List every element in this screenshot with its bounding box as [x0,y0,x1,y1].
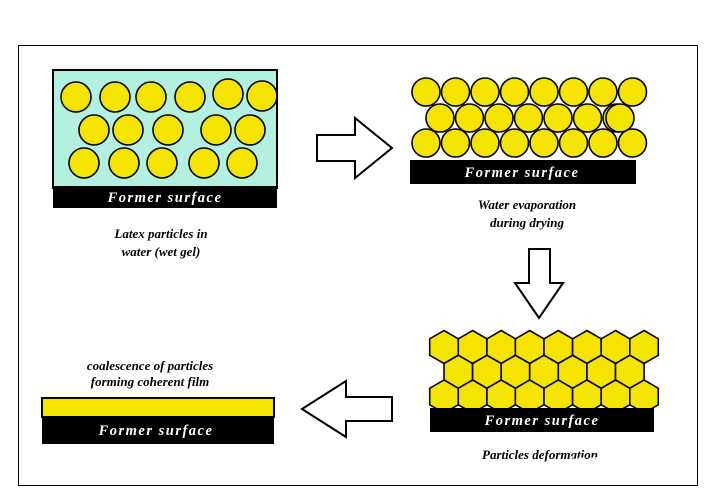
caption-line-2: during drying [490,215,565,230]
former-surface-label: Former surface [98,423,214,439]
particle [425,103,455,133]
arrow-right [316,115,394,181]
particle [543,103,573,133]
former-surface-bar [430,408,654,432]
coherent-film [41,397,275,418]
caption-line-2: forming coherent film [91,374,209,389]
caption-line-1: Latex particles in [113,226,207,241]
particle [588,77,618,107]
particle [470,128,500,158]
former-surface-bar [42,417,274,444]
caption-line-1: Water evaporation [478,197,576,212]
particle [68,147,100,179]
latex-particles [60,78,278,179]
particle [588,128,618,158]
particle [617,77,648,107]
particle [226,147,258,179]
particle [112,114,144,146]
particle [200,114,232,146]
diagram-frame [18,45,698,486]
particle [152,114,184,146]
particle [246,80,278,112]
particle [513,103,544,133]
particle [558,77,589,107]
particle [234,114,266,146]
caption-line-1: coalescence of particles [87,358,213,373]
particle [499,77,530,107]
particle [484,103,514,133]
panel-wet-gel: Former surface Latex particles in water … [52,69,278,259]
particle [617,128,648,158]
particle [99,81,131,113]
particle [411,128,441,158]
particle [146,147,178,179]
particle [78,114,110,146]
former-surface-bar [53,186,277,208]
particle [529,128,559,158]
particle [605,103,635,133]
deformed-particles [428,329,660,414]
particle [108,147,140,179]
packed-particles [411,77,648,158]
former-surface-label: Former surface [484,413,600,429]
particle [572,103,603,133]
arrow-down [513,248,565,320]
particle [529,77,559,107]
particle [440,128,471,158]
former-surface-label: Former surface [464,165,580,181]
caption-line-2: water (wet gel) [122,244,201,259]
former-surface-bar [410,160,636,184]
panel-evaporation: Former surface Water evaporation during … [410,77,648,230]
particle [470,77,500,107]
particle [212,78,244,110]
particle [60,81,92,113]
panel-deformation: Former surface Particles deformation [428,329,660,462]
former-surface-label: Former surface [107,190,223,206]
particle [499,128,530,158]
particle [174,81,206,113]
particle [558,128,589,158]
particle [411,77,441,107]
panel-film: coalescence of particles forming coheren… [41,358,275,444]
caption: Particles deformation [482,447,598,462]
watermark: 知乎 @胖博士 [568,455,688,477]
particle [440,77,471,107]
arrow-left [300,379,393,439]
particle [188,147,220,179]
particle [454,103,485,133]
particle [135,81,167,113]
